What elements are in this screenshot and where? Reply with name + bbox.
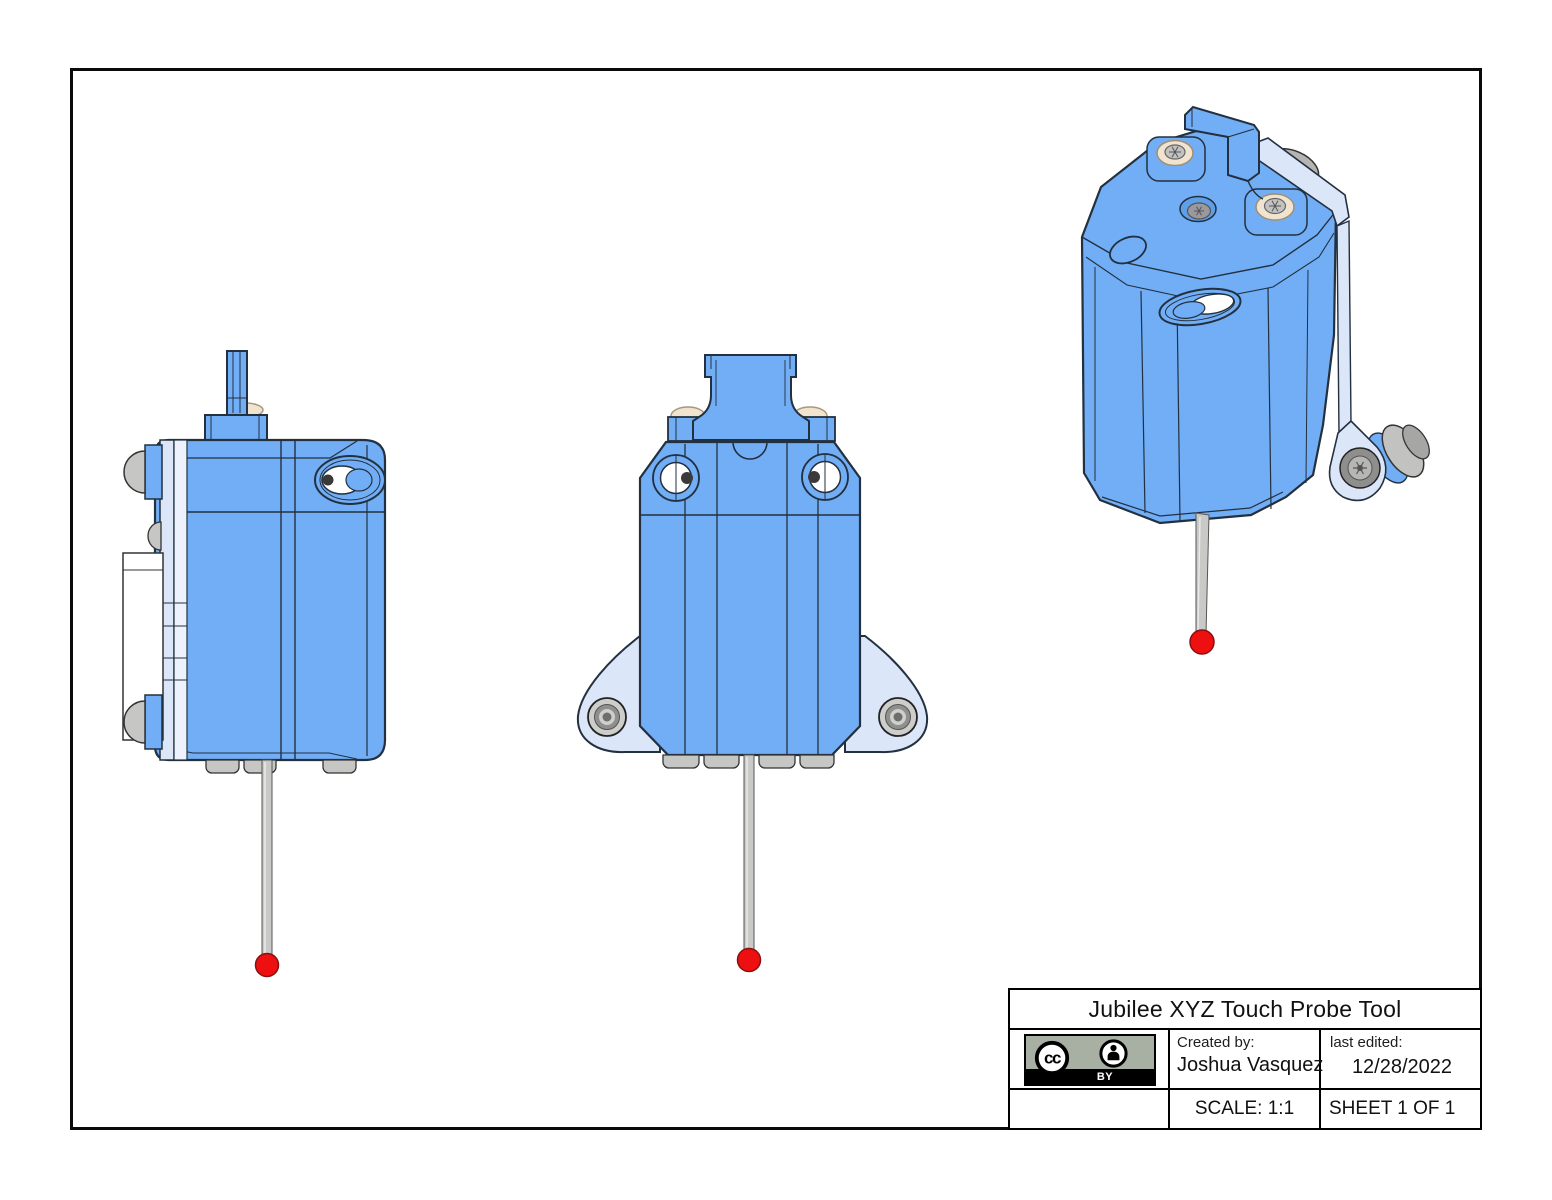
mounting-bracket — [1250, 137, 1352, 437]
created-by-value: Joshua Vasquez — [1177, 1054, 1324, 1076]
probe-tip — [1189, 629, 1215, 655]
chamfer-oval — [1109, 235, 1147, 265]
sheet-number: SHEET 1 OF 1 — [1321, 1088, 1480, 1128]
dovetail-neck — [692, 354, 810, 441]
dovetail-pin — [226, 350, 248, 416]
scale-value: SCALE: 1:1 — [1170, 1088, 1321, 1128]
side-bracket-strip — [159, 439, 188, 761]
cc-logo-icon: cc — [1034, 1040, 1070, 1076]
drawing-border — [70, 68, 1482, 1130]
arm-screw — [1339, 447, 1381, 489]
probe-tip — [254, 952, 280, 978]
last-edited-cell: last edited: 12/28/2022 — [1321, 1030, 1480, 1088]
dovetail-tab — [1184, 105, 1264, 200]
pin-mount-block — [204, 414, 268, 441]
by-label: BY — [1096, 1070, 1114, 1083]
wing-screw-left — [587, 697, 627, 737]
probe-stylus — [736, 754, 762, 973]
bracket-arm-end — [1328, 419, 1387, 502]
center-recessed-screw — [1179, 195, 1217, 223]
mounting-wing-right — [844, 635, 929, 754]
probe-tip — [736, 947, 762, 973]
probe-stylus — [1189, 512, 1215, 655]
last-edited-value: 12/28/2022 — [1351, 1056, 1453, 1078]
v-wheel-side-bottom — [123, 694, 163, 750]
last-edited-label: last edited: — [1330, 1034, 1403, 1051]
title-block: Jubilee XYZ Touch Probe Tool cc BY Creat… — [1008, 988, 1482, 1130]
cc-by-badge: cc BY — [1024, 1034, 1156, 1086]
bottom-feet — [662, 754, 835, 769]
empty-cell — [1010, 1088, 1170, 1128]
created-by-cell: Created by: Joshua Vasquez — [1170, 1030, 1324, 1088]
cc-by-person-icon — [1099, 1039, 1128, 1068]
boss-right — [801, 453, 849, 501]
svg-text:cc: cc — [1044, 1049, 1061, 1068]
boss-left — [652, 454, 700, 502]
license-cell: cc BY — [1010, 1030, 1170, 1088]
wing-screw-right — [878, 697, 918, 737]
probe-stylus — [254, 759, 280, 978]
side-view-drawing — [122, 350, 387, 978]
v-wheel-bottom — [1367, 424, 1430, 484]
oval-slot — [314, 455, 386, 505]
drawing-title: Jubilee XYZ Touch Probe Tool — [1010, 990, 1480, 1030]
oval-slot — [1158, 287, 1242, 327]
top-screw-boss-left — [1146, 136, 1206, 182]
v-wheel-side-top — [123, 444, 163, 500]
probe-body — [638, 440, 862, 757]
created-by-label: Created by: — [1177, 1034, 1255, 1051]
top-screw-boss-right — [1244, 188, 1308, 236]
isometric-view-drawing — [1080, 105, 1430, 655]
front-view-drawing — [576, 354, 929, 973]
side-bump — [147, 521, 162, 551]
bottom-feet — [205, 759, 357, 774]
